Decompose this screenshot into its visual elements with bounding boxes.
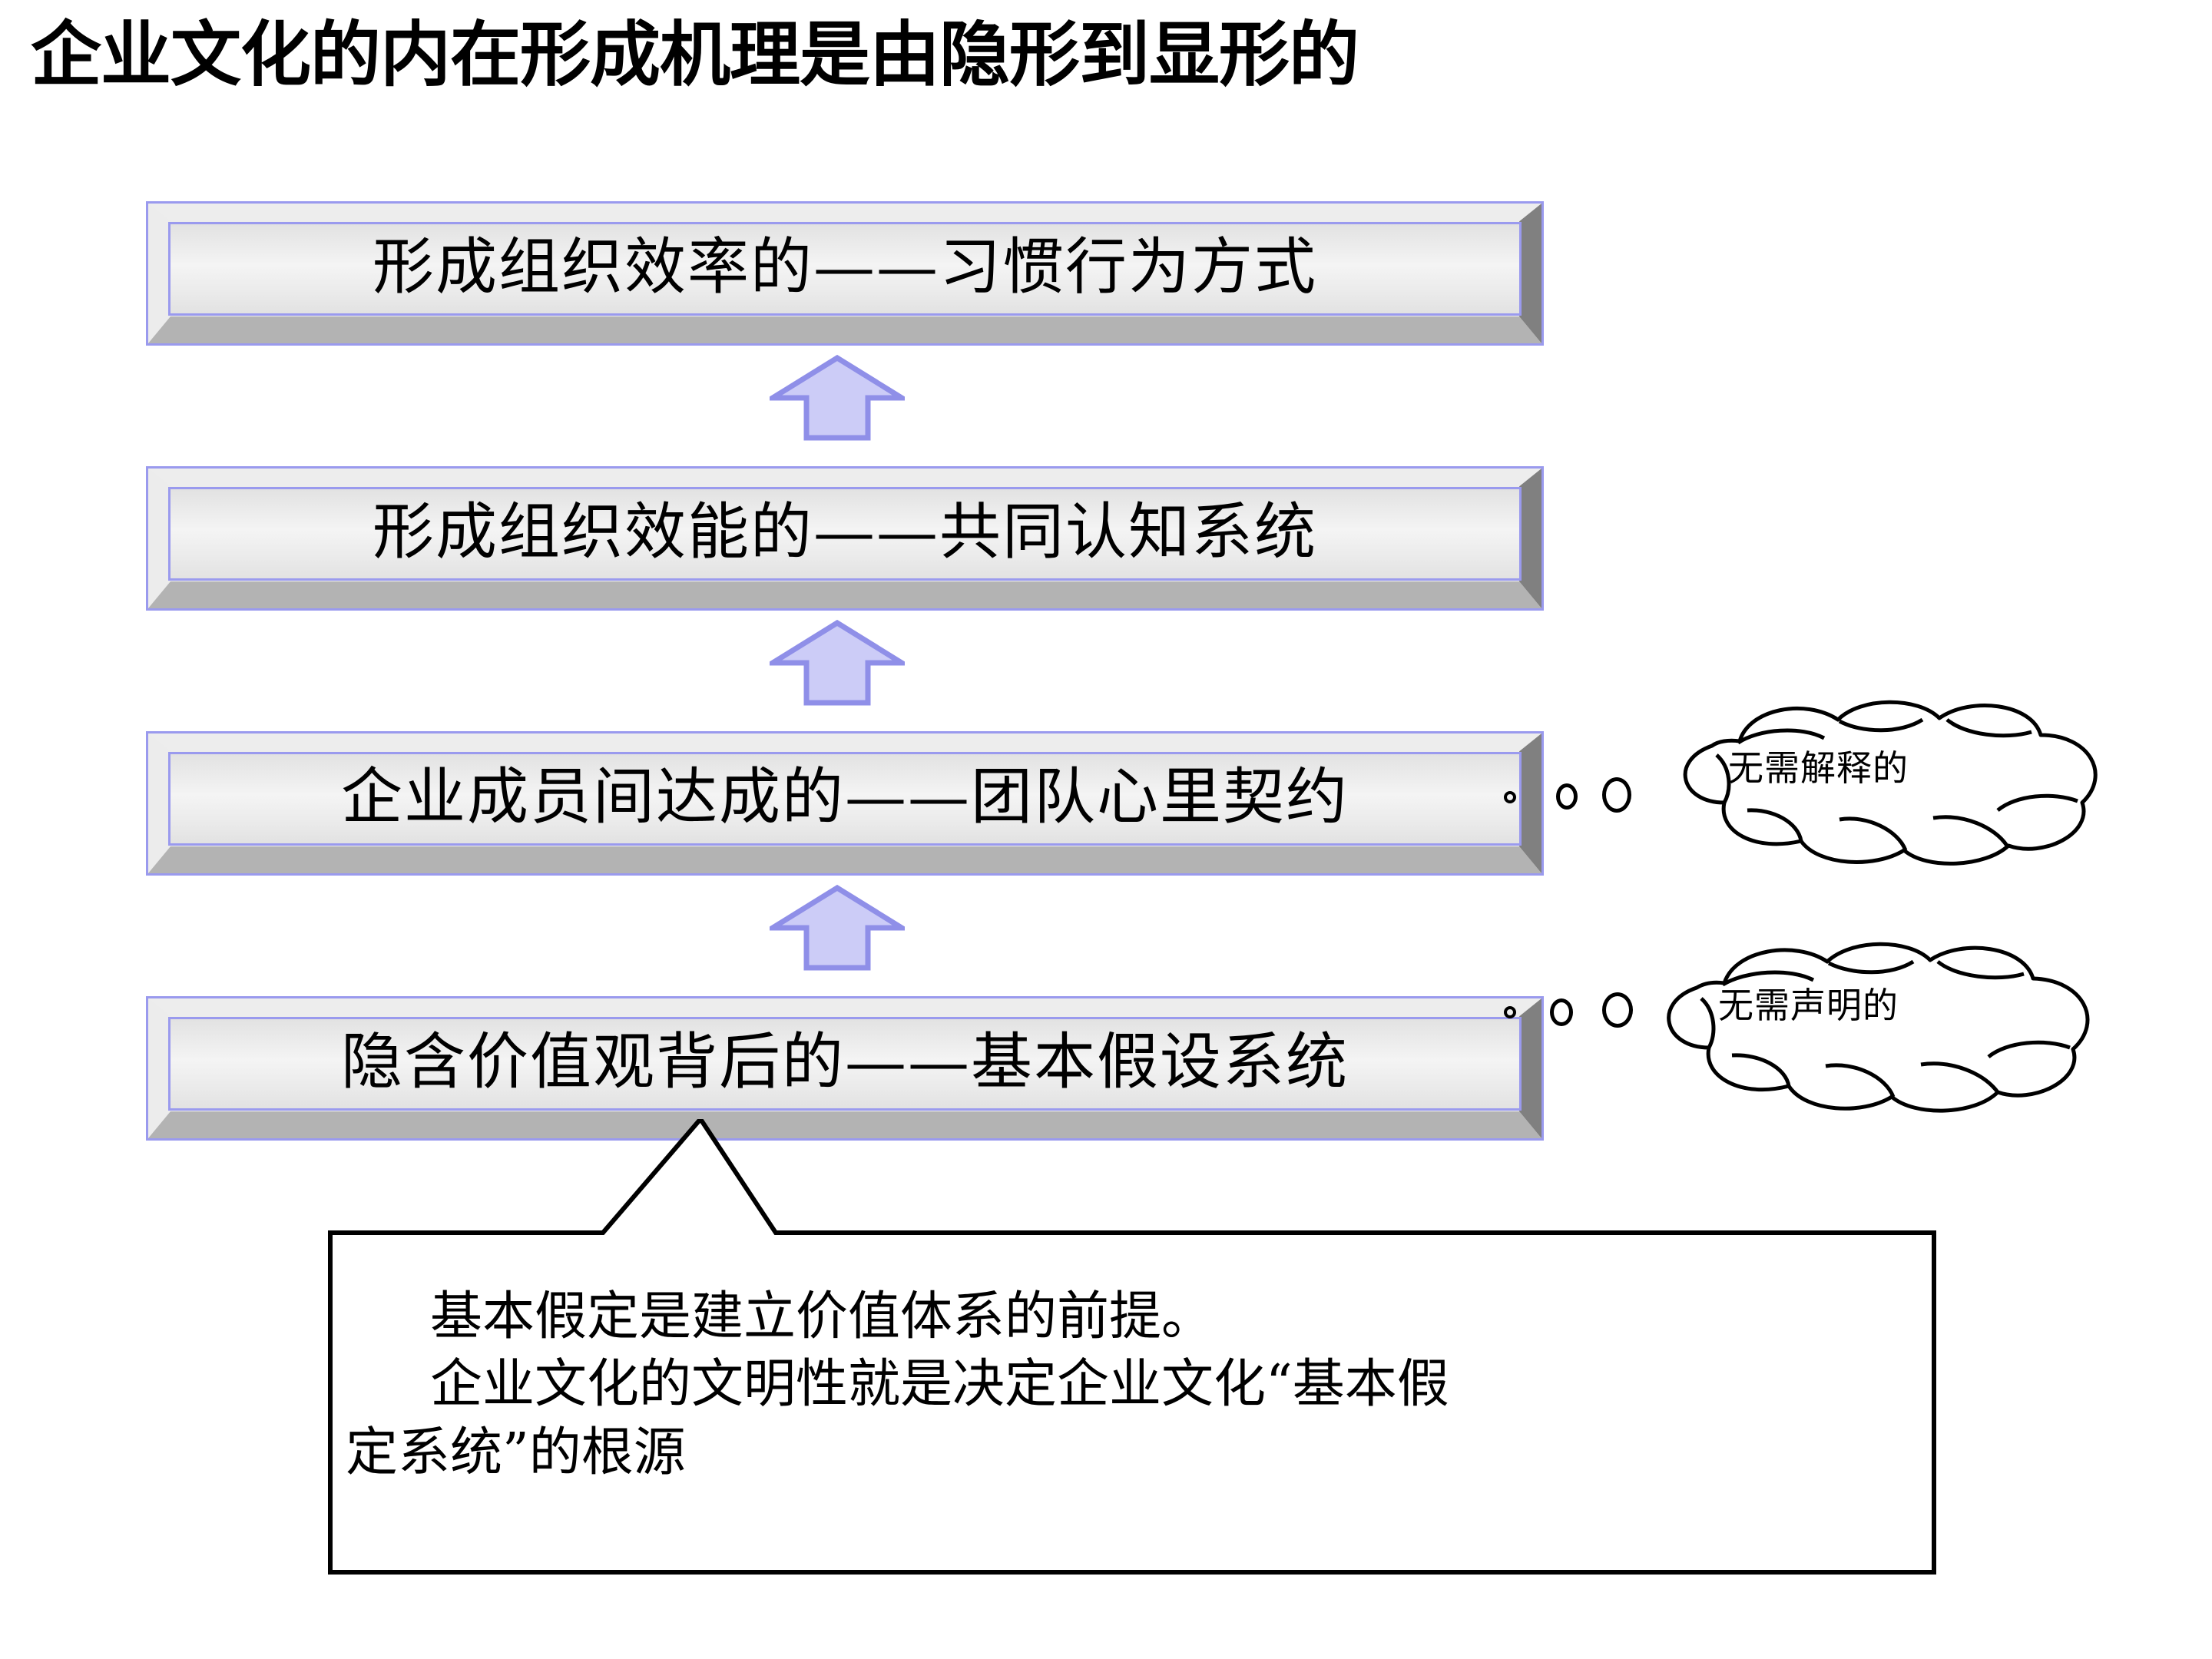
thought-bubble-dot-small-2 [1504, 1006, 1516, 1018]
thought-bubble-dot-small-1 [1504, 791, 1516, 803]
thought-cloud-1[interactable]: 无需解释的 [1647, 695, 2124, 872]
pyramid-level-4-face: 隐含价值观背后的——基本假设系统 [168, 1017, 1522, 1111]
thought-cloud-1-label: 无需解释的 [1728, 747, 1909, 789]
callout-note-line-2: 企业文化的文明性就是决定企业文化“基本假 [430, 1354, 1449, 1416]
pyramid-level-2[interactable]: 形成组织效能的——共同认知系统 [146, 466, 1544, 611]
callout-note[interactable]: 基本假定是建立价值体系的前提。 企业文化的文明性就是决定企业文化“基本假 定系统… [328, 1119, 1936, 1575]
callout-note-text: 基本假定是建立价值体系的前提。 企业文化的文明性就是决定企业文化“基本假 定系统… [330, 1233, 1934, 1572]
pyramid-level-1-label: 形成组织效率的——习惯行为方式 [373, 231, 1317, 303]
pyramid-level-4-label: 隐含价值观背后的——基本假设系统 [341, 1026, 1349, 1098]
thought-cloud-2-label: 无需声明的 [1718, 985, 1899, 1026]
thought-cloud-2[interactable]: 无需声明的 [1632, 939, 2124, 1123]
pyramid-level-3-label: 企业成员间达成的——团队心里契约 [341, 761, 1349, 833]
pyramid-level-4[interactable]: 隐含价值观背后的——基本假设系统 [146, 996, 1544, 1141]
thought-bubble-dot-large-1 [1602, 777, 1631, 813]
up-arrow-icon-3 [770, 885, 905, 971]
pyramid-level-1[interactable]: 形成组织效率的——习惯行为方式 [146, 201, 1544, 346]
thought-bubble-dot-medium-1 [1556, 783, 1578, 810]
pyramid-level-3[interactable]: 企业成员间达成的——团队心里契约 [146, 731, 1544, 876]
callout-note-line-1: 基本假定是建立价值体系的前提。 [430, 1286, 1214, 1347]
pyramid-level-1-face: 形成组织效率的——习惯行为方式 [168, 222, 1522, 316]
callout-note-line-3: 定系统”的根源 [346, 1422, 686, 1483]
thought-bubble-dot-medium-2 [1550, 998, 1573, 1026]
up-arrow-icon-2 [770, 620, 905, 706]
pyramid-level-3-face: 企业成员间达成的——团队心里契约 [168, 752, 1522, 846]
thought-bubble-dot-large-2 [1602, 992, 1633, 1028]
up-arrow-icon-1 [770, 355, 905, 441]
pyramid-level-2-label: 形成组织效能的——共同认知系统 [373, 496, 1317, 568]
pyramid-level-2-face: 形成组织效能的——共同认知系统 [168, 487, 1522, 581]
page-title: 企业文化的内在形成机理是由隐形到显形的 [31, 14, 1359, 96]
